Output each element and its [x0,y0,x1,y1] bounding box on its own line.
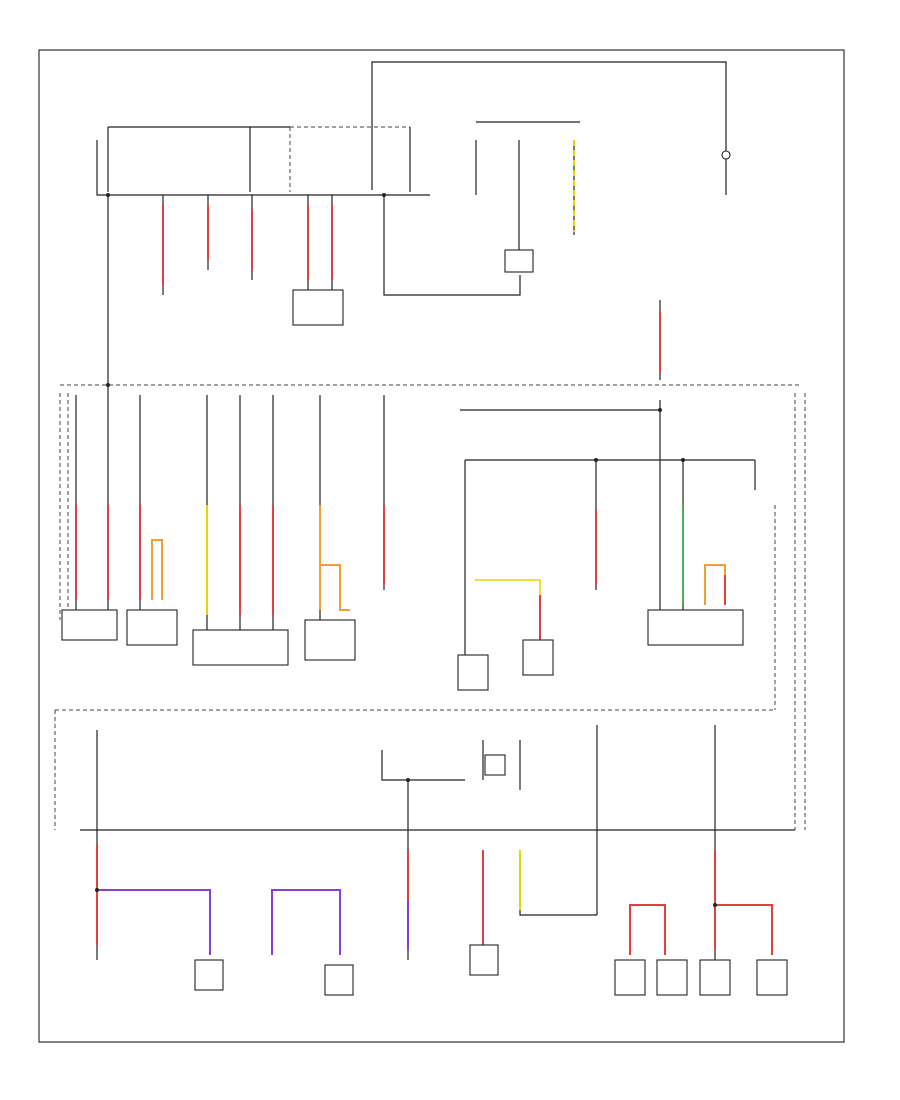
diagram-frame [38,49,845,1043]
top-wires [107,61,727,385]
lower-components [194,944,788,996]
top-component-block [292,289,344,326]
main-bus [59,384,806,830]
battery-symbol [721,150,731,160]
top-colored-wires [162,140,661,372]
junction-dots [95,193,717,907]
fuse-box-top [96,126,430,196]
lower-wires [96,725,716,960]
lower-bus [54,505,795,831]
lower-colored-wires [96,845,773,955]
middle-components [61,609,744,691]
top-relay-block [504,249,534,273]
middle-colored-wires [75,505,726,640]
